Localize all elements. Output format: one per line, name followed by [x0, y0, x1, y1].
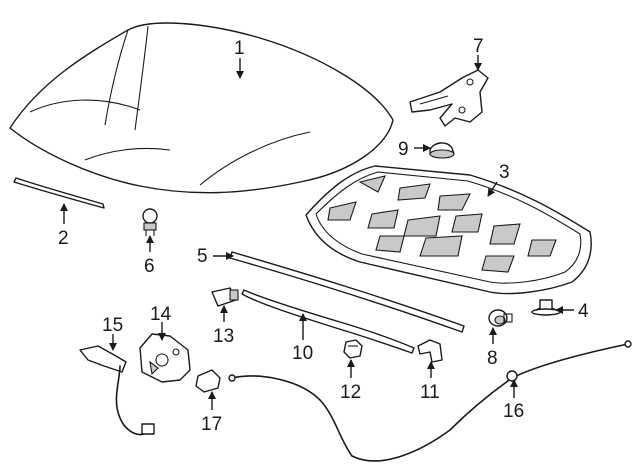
- hood-latch-drawing: [139, 333, 191, 383]
- seal-clip-drawing: [211, 287, 239, 307]
- callout-13: 13: [213, 326, 234, 347]
- callout-4: 4: [578, 301, 589, 322]
- callout-11: 11: [420, 382, 440, 403]
- leader-lines: [60, 55, 574, 410]
- clip-nut-drawing: [343, 339, 363, 359]
- cable-clip-lower-drawing: [195, 369, 221, 393]
- hood-bumper-stop: [142, 208, 158, 236]
- callout-16: 16: [503, 401, 524, 422]
- callout-2: 2: [58, 228, 69, 249]
- callout-3: 3: [499, 162, 510, 183]
- callout-1: 1: [234, 38, 245, 59]
- cable-clip-drawing: [417, 339, 443, 363]
- callout-8: 8: [487, 348, 498, 369]
- hood-bumper-right-drawing: [488, 309, 513, 327]
- hood-hinge-drawing: [409, 69, 489, 127]
- hood-side-seal-drawing: [241, 289, 415, 354]
- callout-15: 15: [102, 315, 123, 336]
- hood-molding: [13, 177, 105, 209]
- hinge-cap-drawing: [429, 142, 455, 159]
- callout-14: 14: [150, 304, 172, 325]
- callout-10: 10: [292, 343, 313, 364]
- callout-7: 7: [473, 36, 484, 57]
- callout-5: 5: [197, 246, 208, 267]
- latch-harness-drawing: [79, 345, 155, 436]
- hood-panel: [9, 22, 394, 194]
- callout-labels: 1 2 3 4 5 6 7 8 9 10 11 12 13 14 15 16 1…: [58, 36, 589, 435]
- callout-9: 9: [398, 139, 409, 160]
- hood-rear-seal-drawing: [229, 251, 465, 333]
- release-cable-drawing: [228, 340, 632, 462]
- callout-12: 12: [340, 382, 361, 403]
- hood-insulator-drawing: [305, 165, 592, 295]
- callout-6: 6: [144, 256, 155, 277]
- callout-17: 17: [201, 414, 222, 435]
- insulator-retainer-drawing: [531, 299, 561, 316]
